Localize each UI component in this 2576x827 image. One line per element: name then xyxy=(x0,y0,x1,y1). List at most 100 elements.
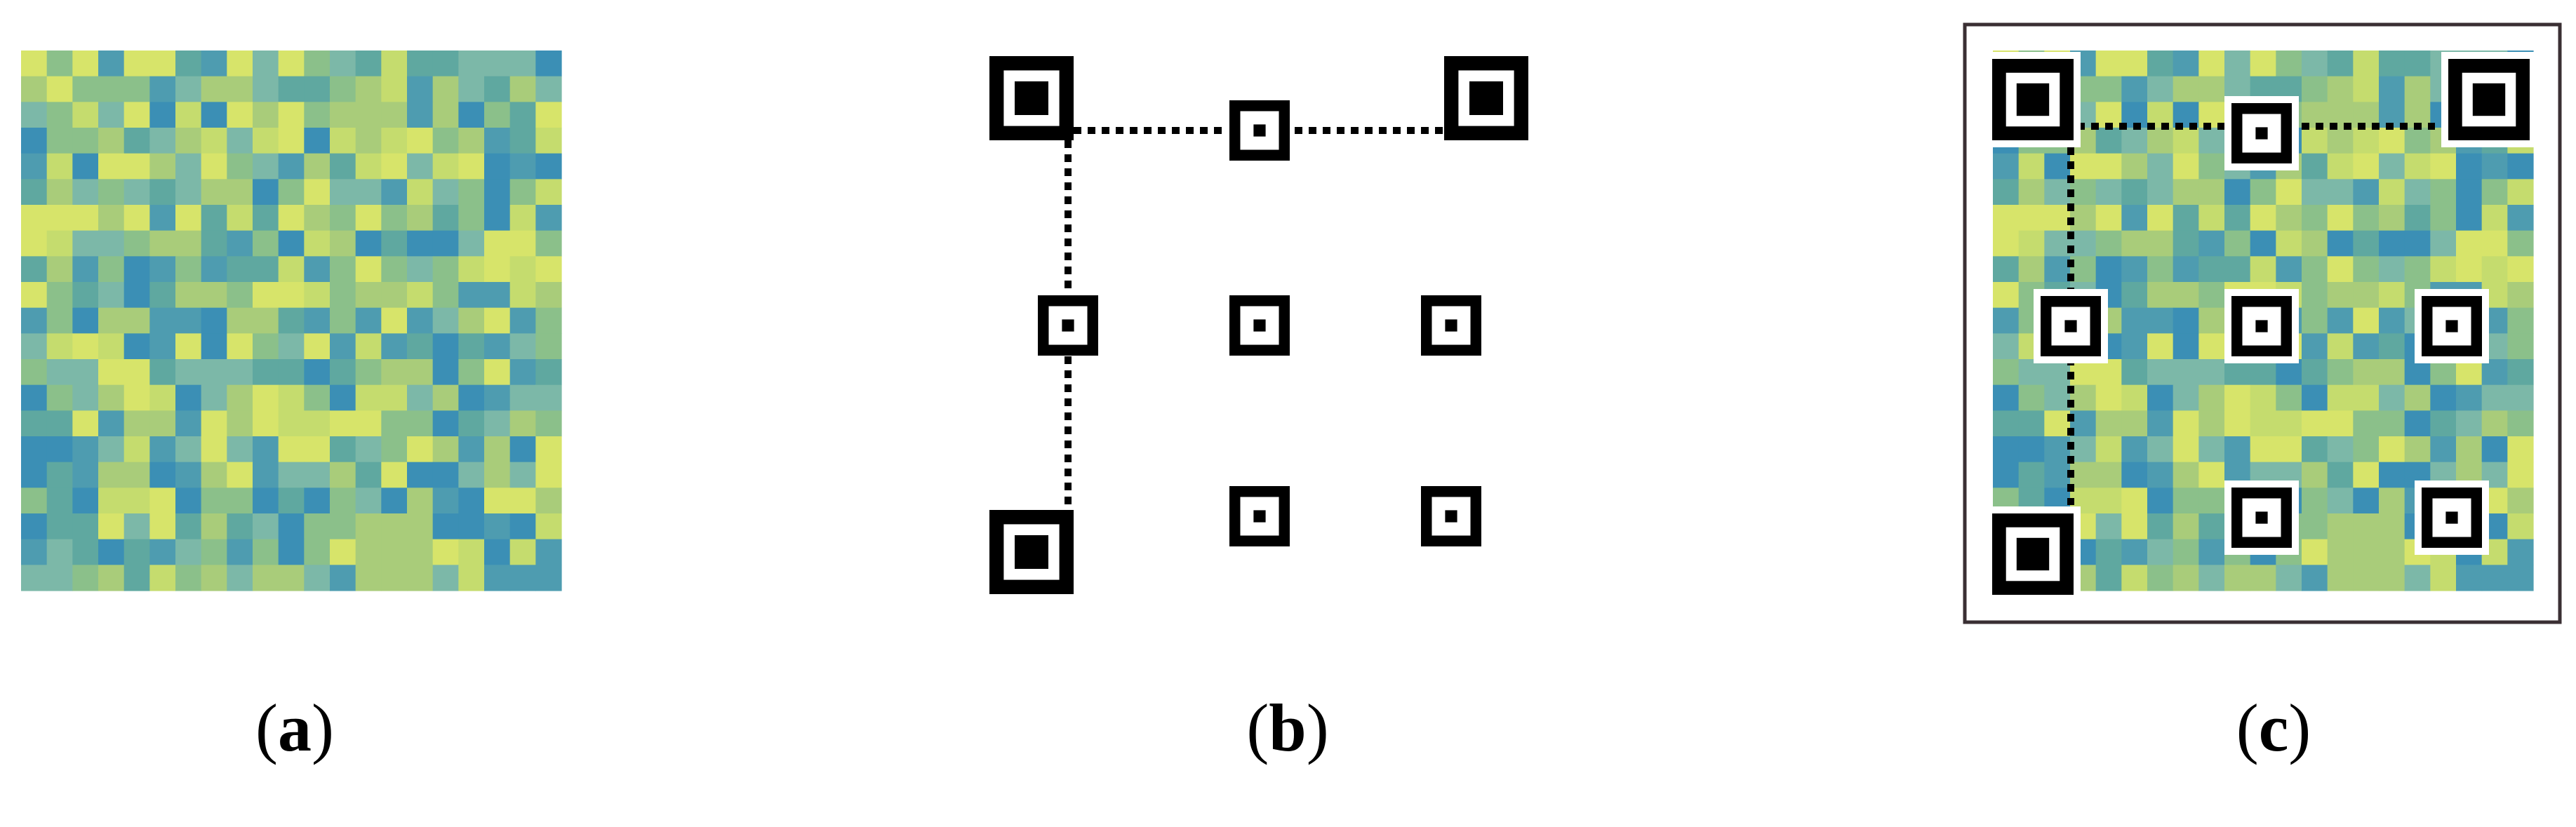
panel-a-cell xyxy=(458,333,485,360)
panel-a-cell xyxy=(381,128,408,154)
panel-c-cell xyxy=(2198,153,2225,180)
panel-a-cell xyxy=(432,513,459,540)
panel-a-cell xyxy=(330,307,356,334)
panel-c-cell xyxy=(2121,256,2148,283)
panel-c-cell xyxy=(2173,205,2199,231)
panel-c-cell xyxy=(2121,462,2148,488)
panel-c-cell xyxy=(2121,488,2148,514)
panel-a-cell xyxy=(381,539,408,565)
panel-a-cell xyxy=(124,462,150,488)
panel-c-cell xyxy=(2353,359,2380,386)
panel-a-cell xyxy=(21,205,48,231)
panel-c-cell xyxy=(2507,179,2534,206)
panel-a-cell xyxy=(253,333,279,360)
panel-c-cell xyxy=(2379,76,2405,102)
panel-a-cell xyxy=(201,205,227,231)
panel-c-cell xyxy=(2507,282,2534,309)
panel-a-cell xyxy=(330,384,356,411)
panel-a-cell xyxy=(535,256,562,283)
panel-c-cell xyxy=(2327,488,2354,514)
alignment-marker-core xyxy=(1253,124,1266,137)
panel-c-cell xyxy=(2276,565,2302,591)
panel-c-cell xyxy=(2404,384,2431,411)
panel-a-cell xyxy=(278,179,305,206)
panel-c-cell xyxy=(2302,128,2328,154)
panel-a-cell xyxy=(407,256,434,283)
panel-c-cell xyxy=(2224,230,2251,257)
panel-c-cell xyxy=(2404,51,2431,77)
panel-a-cell xyxy=(253,128,279,154)
panel-a-cell xyxy=(98,410,125,437)
panel-a-cell xyxy=(355,102,382,128)
panel-c-cell xyxy=(2404,153,2431,180)
panel-a-cell xyxy=(535,282,562,309)
panel-c-cell xyxy=(2276,51,2302,77)
panel-a-cell xyxy=(21,488,48,514)
panel-a-cell xyxy=(407,384,434,411)
panel-a-cell xyxy=(355,230,382,257)
panel-a-cell xyxy=(201,128,227,154)
panel-c-cell xyxy=(2327,307,2354,334)
panel-c-cell xyxy=(2147,153,2174,180)
panel-c-cell xyxy=(2173,51,2199,77)
panel-a-cell xyxy=(355,436,382,463)
finder-marker-core xyxy=(2016,537,2050,571)
panel-a-cell xyxy=(304,102,331,128)
panel-a-cell xyxy=(484,462,511,488)
panel-a-cell xyxy=(72,359,99,386)
panel-c-cell xyxy=(2456,384,2483,411)
panel-c-cell xyxy=(2198,359,2225,386)
panel-c-cell xyxy=(2095,230,2122,257)
panel-a-cell xyxy=(509,565,536,591)
panel-c-cell xyxy=(2456,153,2483,180)
panel-a-cell xyxy=(432,462,459,488)
panel-c-cell xyxy=(2353,307,2380,334)
panel-c-cell xyxy=(2070,359,2097,386)
panel-c-cell xyxy=(2173,333,2199,360)
panel-c-cell xyxy=(2276,410,2302,437)
panel-a-cell xyxy=(72,256,99,283)
panel-c-cell xyxy=(2147,436,2174,463)
panel-c-cell xyxy=(2481,384,2508,411)
panel-a-cell xyxy=(330,102,356,128)
panel-a-cell xyxy=(227,230,253,257)
panel-c-cell xyxy=(2276,256,2302,283)
panel-a-cell xyxy=(509,128,536,154)
panel-a-cell xyxy=(72,462,99,488)
panel-a-cell xyxy=(304,513,331,540)
panel-a-cell xyxy=(227,76,253,102)
panel-c-cell xyxy=(2224,436,2251,463)
panel-c-cell xyxy=(2481,256,2508,283)
panel-c-cell xyxy=(2044,462,2071,488)
panel-c-cell xyxy=(2018,436,2045,463)
panel-a-cell xyxy=(484,282,511,309)
panel-c-cell xyxy=(2353,488,2380,514)
panel-c-cell xyxy=(2302,153,2328,180)
panel-a-cell xyxy=(124,539,150,565)
panel-a-cell xyxy=(407,179,434,206)
panel-c-cell xyxy=(2353,539,2380,565)
panel-a-cell xyxy=(407,359,434,386)
panel-c-cell xyxy=(2327,76,2354,102)
panel-a-cell xyxy=(201,436,227,463)
panel-a-cell xyxy=(149,565,176,591)
panel-a-cell xyxy=(458,384,485,411)
panel-c-cell xyxy=(2173,539,2199,565)
panel-c-cell xyxy=(2198,205,2225,231)
panel-c-cell xyxy=(2121,436,2148,463)
panel-a-cell xyxy=(46,51,73,77)
panel-c-cell xyxy=(2147,539,2174,565)
finder-marker-core xyxy=(1469,81,1503,115)
panel-c-cell xyxy=(2302,513,2328,540)
panel-c-cell xyxy=(2147,179,2174,206)
panel-c-cell xyxy=(2018,153,2045,180)
panel-a-cell xyxy=(355,488,382,514)
panel-c-cell xyxy=(2302,179,2328,206)
panel-c-cell xyxy=(2404,76,2431,102)
panel-a-cell xyxy=(278,359,305,386)
panel-a-cell xyxy=(509,153,536,180)
panel-a-cell xyxy=(98,256,125,283)
panel-a-cell xyxy=(149,230,176,257)
panel-c-cell xyxy=(2481,179,2508,206)
panel-c-cell xyxy=(2353,256,2380,283)
